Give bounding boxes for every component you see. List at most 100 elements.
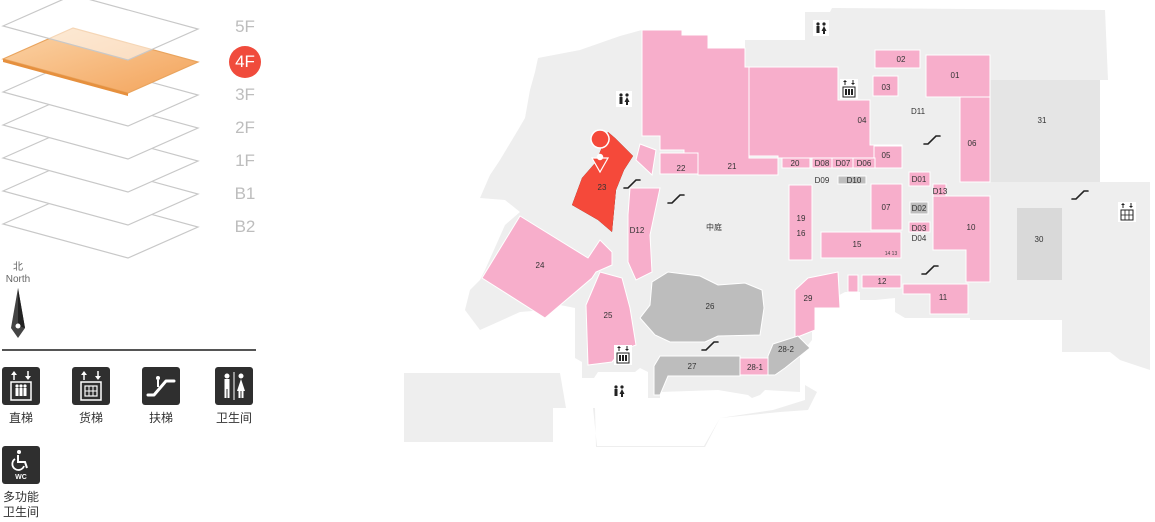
unit-label-29: 29 xyxy=(804,294,813,303)
unit-label-24: 24 xyxy=(536,261,545,270)
legend-restroom-label: 卫生间 xyxy=(215,411,252,425)
unit-label-06: 06 xyxy=(968,139,977,148)
floor-b2-button[interactable]: B2 xyxy=(234,217,256,236)
floor-3f-button[interactable]: 3F xyxy=(235,85,255,104)
unit-label-25: 25 xyxy=(604,311,613,320)
room-31[interactable] xyxy=(990,80,1100,182)
unit-label-05: 05 xyxy=(882,151,891,160)
unit-label-d03: D03 xyxy=(912,224,927,233)
block-28-2[interactable] xyxy=(767,335,811,376)
unit-label-19: 19 xyxy=(797,214,806,223)
unit-label-03: 03 xyxy=(882,83,891,92)
unit-label-d11: D11 xyxy=(911,107,926,116)
unit-label-14-13: 14 13 xyxy=(885,251,898,257)
elevator-icon xyxy=(2,367,40,405)
legend-elevator-label: 直梯 xyxy=(8,411,33,425)
unit-label-26: 26 xyxy=(706,302,715,311)
restroom-icon[interactable] xyxy=(813,20,829,36)
block-26[interactable] xyxy=(639,271,765,343)
shop-22-a[interactable] xyxy=(635,143,657,177)
shop-29[interactable] xyxy=(794,271,841,339)
unit-label-d02: D02 xyxy=(912,204,927,213)
shop-d03[interactable] xyxy=(908,221,931,233)
unit-label-d07: D07 xyxy=(836,159,851,168)
block-d02[interactable] xyxy=(909,201,929,215)
legend-freight-elevator-label: 货梯 xyxy=(78,411,103,425)
shop-06[interactable] xyxy=(959,96,991,183)
floor-plate-5f[interactable] xyxy=(1,0,200,61)
legend-restroom: 卫生间 xyxy=(204,367,264,426)
shop-12[interactable] xyxy=(861,274,902,289)
escalator-icon[interactable] xyxy=(667,194,685,204)
compass-label-cn: 北 xyxy=(13,262,23,273)
freight-elevator-icon[interactable] xyxy=(1118,202,1136,222)
unit-label-10: 10 xyxy=(967,223,976,232)
unit-label-d04: D04 xyxy=(912,234,927,243)
legend-divider xyxy=(2,349,256,351)
courtyard-label: 中庭 xyxy=(706,222,722,232)
floor-b1-button[interactable]: B1 xyxy=(234,184,256,203)
shop-19-16[interactable] xyxy=(788,184,813,261)
unit-label-11: 11 xyxy=(939,293,948,302)
escalator-icon[interactable] xyxy=(1071,190,1089,200)
unit-label-12: 12 xyxy=(878,277,887,286)
unit-label-23: 23 xyxy=(598,183,607,192)
escalator-icon[interactable] xyxy=(701,341,719,351)
unit-label-02: 02 xyxy=(897,55,906,64)
accessible-badge: WC xyxy=(15,474,27,481)
unit-label-28-1: 28-1 xyxy=(747,363,764,372)
legend-accessible-restroom: WC 多功能 卫生间 xyxy=(0,446,51,520)
location-pin-icon xyxy=(590,129,610,174)
shop-10[interactable] xyxy=(932,195,991,283)
unit-label-d09: D09 xyxy=(815,176,830,185)
unit-label-d13: D13 xyxy=(933,187,948,196)
escalator-icon[interactable] xyxy=(921,265,939,275)
unit-label-04: 04 xyxy=(858,116,867,125)
legend-escalator-label: 扶梯 xyxy=(148,411,173,425)
unit-label-31: 31 xyxy=(1038,116,1047,125)
elevator-icon[interactable] xyxy=(840,79,858,99)
room-30[interactable] xyxy=(1017,208,1062,280)
block-d10[interactable] xyxy=(837,175,867,185)
shop-15[interactable] xyxy=(820,231,902,259)
unit-label-27: 27 xyxy=(688,362,697,371)
legend-accessible-label: 多功能 卫生间 xyxy=(2,490,39,519)
shop-d08[interactable] xyxy=(811,157,833,169)
floor-1f-button[interactable]: 1F xyxy=(235,151,255,170)
shop-d13[interactable] xyxy=(932,183,947,197)
floor-2f-button[interactable]: 2F xyxy=(235,118,255,137)
shop-24[interactable] xyxy=(481,215,613,319)
compass-label-en: North xyxy=(5,274,31,285)
block-27[interactable] xyxy=(653,355,741,396)
unit-label-22: 22 xyxy=(677,164,686,173)
shop-21[interactable] xyxy=(641,29,779,176)
unit-label-d01: D01 xyxy=(912,175,927,184)
legend-elevator: 直梯 xyxy=(0,367,51,426)
shop-02[interactable] xyxy=(874,49,921,69)
unit-label-07: 07 xyxy=(882,203,891,212)
unit-label-d06: D06 xyxy=(857,159,872,168)
legend-freight-elevator: 货梯 xyxy=(61,367,121,426)
unit-label-01: 01 xyxy=(951,71,960,80)
restroom-icon xyxy=(215,367,253,405)
unit-label-15: 15 xyxy=(853,240,862,249)
restroom-icon[interactable] xyxy=(611,383,627,399)
freight-elevator-icon xyxy=(72,367,110,405)
shop-12-b[interactable] xyxy=(847,274,859,293)
escalator-icon[interactable] xyxy=(623,179,641,189)
compass: 北 North xyxy=(0,262,36,345)
shop-d01[interactable] xyxy=(908,171,931,187)
shop-03[interactable] xyxy=(872,75,899,97)
shop-22[interactable] xyxy=(659,152,699,175)
legend-accessible-restroom-label: 多功能 卫生间 xyxy=(0,490,51,520)
shop-07[interactable] xyxy=(870,183,903,231)
elevator-icon[interactable] xyxy=(614,345,632,365)
unit-label-20: 20 xyxy=(791,159,800,168)
floor-4f-button-active[interactable]: 4F xyxy=(229,46,261,78)
restroom-icon[interactable] xyxy=(616,91,632,107)
compass-needle-icon xyxy=(11,288,25,338)
escalator-icon[interactable] xyxy=(923,135,941,145)
shop-20[interactable] xyxy=(781,157,811,169)
shop-11[interactable] xyxy=(902,283,969,315)
floor-5f-button[interactable]: 5F xyxy=(235,17,255,36)
